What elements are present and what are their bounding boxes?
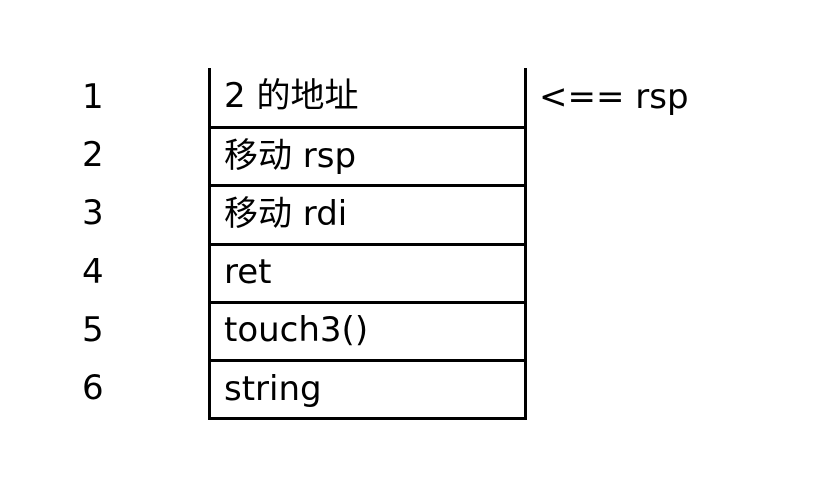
row-number: 1	[82, 77, 104, 117]
stack-cell-label: touch3()	[224, 310, 369, 351]
stack-cell-label: string	[224, 368, 322, 409]
row-number: 2	[82, 135, 104, 176]
stack-cell-label: 移动 rdi	[224, 193, 348, 234]
row-number-column: 1 2 3 4 5 6	[72, 68, 192, 417]
rsp-pointer-annotation: <== rsp	[539, 77, 689, 117]
stack-row: 2 的地址	[211, 68, 524, 126]
row-number: 4	[82, 251, 104, 292]
stack-row: 移动 rdi	[211, 184, 524, 242]
stack-row: ret	[211, 242, 524, 301]
stack-row: 移动 rsp	[211, 126, 524, 184]
stack-table: 2 的地址 移动 rsp 移动 rdi ret touch3() string	[208, 68, 527, 421]
stack-row: touch3()	[211, 300, 524, 359]
stack-cell-label: 移动 rsp	[224, 135, 357, 176]
row-number: 6	[82, 367, 104, 408]
row-number: 3	[82, 193, 104, 234]
stack-cell-label: ret	[224, 252, 272, 293]
stack-cell-label: 2 的地址	[224, 76, 359, 117]
row-number: 5	[82, 309, 104, 350]
stack-row: string	[211, 358, 524, 417]
